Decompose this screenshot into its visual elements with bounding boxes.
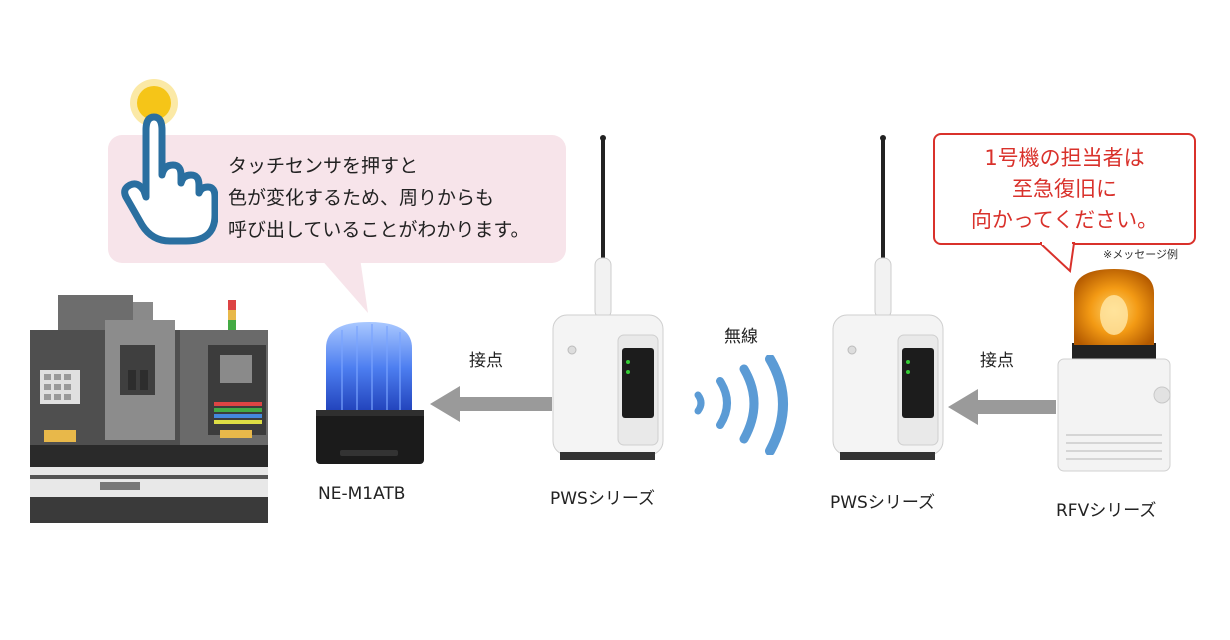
wireless-label: 無線: [724, 327, 758, 347]
rfv-label: RFVシリーズ: [1056, 501, 1157, 521]
alert-message-line: 向かってください。: [970, 208, 1159, 232]
touch-info-text: タッチセンサを押すと 色が変化するため、周りからも 呼び出していることがわかりま…: [228, 150, 530, 246]
rfv-rotating-light: [1057, 269, 1171, 472]
touch-info-line: タッチセンサを押すと: [228, 155, 419, 177]
alert-message-line: 至急復旧に: [1012, 177, 1117, 201]
message-example-note: ※メッセージ例: [1103, 248, 1178, 261]
wireless-wave-icon: [694, 355, 788, 455]
bubble-right-tail: [1040, 241, 1076, 274]
pws-right-device: [832, 135, 944, 460]
left-arrow: [430, 386, 552, 422]
touch-hand-icon: [121, 79, 218, 245]
ne-m1atb-beacon: [316, 322, 424, 464]
right-arrow: [948, 389, 1056, 425]
right-contact-label: 接点: [980, 351, 1014, 371]
pws-right-label: PWSシリーズ: [830, 493, 936, 513]
left-contact-label: 接点: [469, 351, 503, 371]
bubble-left-tail: [320, 258, 368, 313]
pws-left-label: PWSシリーズ: [550, 489, 656, 509]
pws-left-device: [552, 135, 664, 460]
alert-message-text: 1号機の担当者は 至急復旧に 向かってください。: [935, 143, 1194, 236]
touch-info-line: 色が変化するため、周りからも: [228, 187, 495, 209]
touch-info-line: 呼び出していることがわかります。: [228, 219, 530, 241]
machine-tool-illustration: [30, 295, 268, 523]
ne-m1atb-label: NE-M1ATB: [318, 484, 406, 504]
alert-message-line: 1号機の担当者は: [984, 146, 1145, 170]
